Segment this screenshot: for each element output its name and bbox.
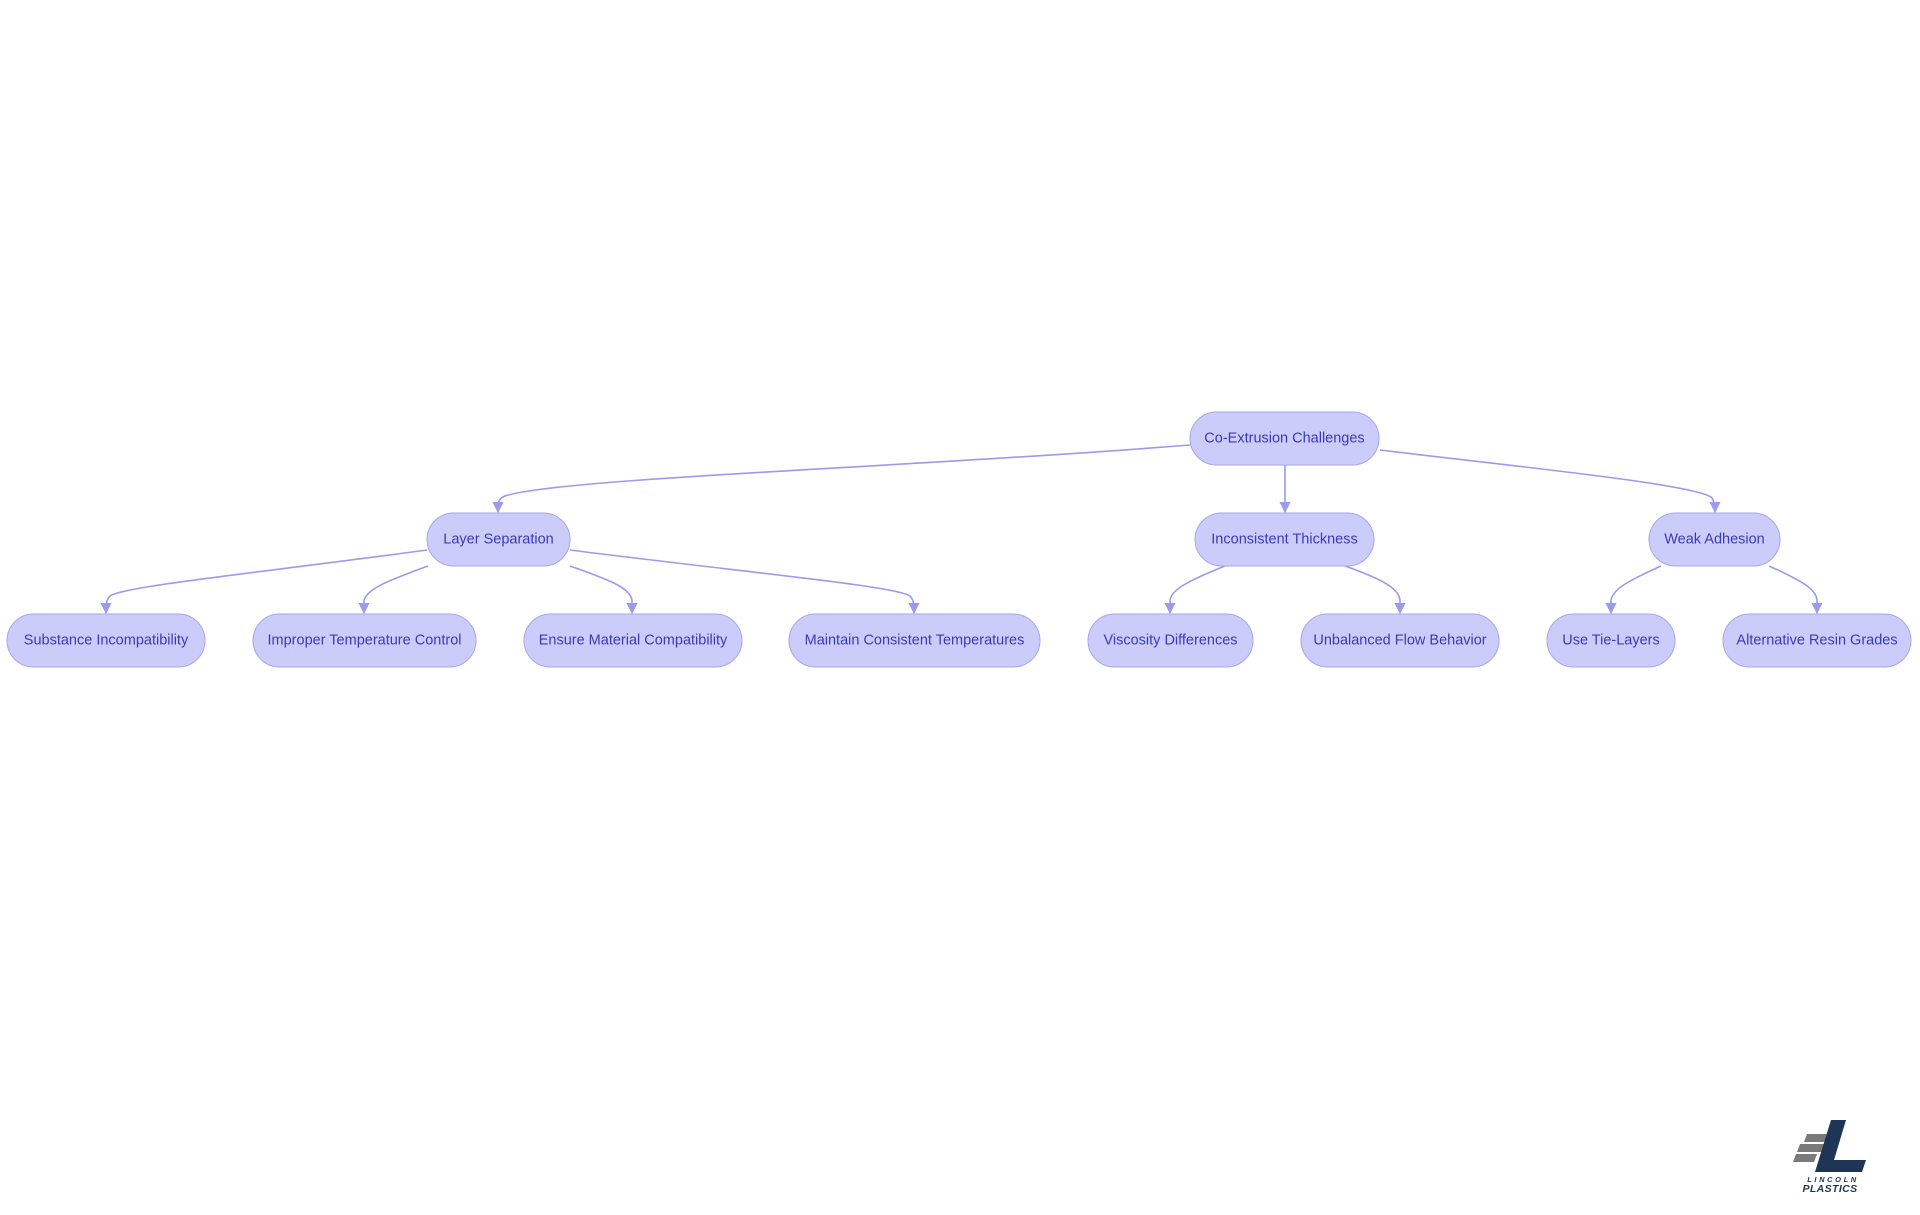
logo-name-line2: PLASTICS <box>1802 1183 1857 1195</box>
node-viscosity-differences[interactable]: Viscosity Differences <box>1087 613 1254 668</box>
node-weak-adhesion[interactable]: Weak Adhesion <box>1648 512 1781 567</box>
logo-l-mark <box>1815 1120 1866 1172</box>
node-label: Ensure Material Compatibility <box>539 633 728 649</box>
node-alternative-resin-grades[interactable]: Alternative Resin Grades <box>1722 613 1912 668</box>
nodes: Co-Extrusion Challenges Layer Separation… <box>6 411 1912 668</box>
node-co-extrusion-challenges[interactable]: Co-Extrusion Challenges <box>1189 411 1380 466</box>
edge-weak-to-use-tie-layers <box>1605 565 1662 615</box>
node-label: Alternative Resin Grades <box>1736 633 1897 649</box>
edge-layer-to-improper-temperature-control <box>358 565 429 615</box>
node-use-tie-layers[interactable]: Use Tie-Layers <box>1546 613 1676 668</box>
edge-root-to-weak-adhesion <box>1379 449 1721 514</box>
node-label: Unbalanced Flow Behavior <box>1313 633 1486 649</box>
node-label: Use Tie-Layers <box>1562 633 1660 649</box>
node-label: Substance Incompatibility <box>24 633 189 649</box>
edge-root-to-layer-separation <box>492 444 1191 514</box>
edge-layer-to-maintain-consistent-temperatures <box>569 549 920 615</box>
logo-bar-middle <box>1797 1144 1825 1152</box>
node-unbalanced-flow-behavior[interactable]: Unbalanced Flow Behavior <box>1300 613 1500 668</box>
edge-layer-to-substance-incompatibility <box>100 549 428 615</box>
node-improper-temperature-control[interactable]: Improper Temperature Control <box>252 613 477 668</box>
logo-bar-bottom <box>1793 1154 1817 1162</box>
edge-weak-to-alternative-resin-grades <box>1768 565 1823 615</box>
node-layer-separation[interactable]: Layer Separation <box>426 512 571 567</box>
node-label: Co-Extrusion Challenges <box>1204 431 1364 447</box>
node-label: Viscosity Differences <box>1103 633 1237 649</box>
node-ensure-material-compatibility[interactable]: Ensure Material Compatibility <box>523 613 743 668</box>
node-label: Improper Temperature Control <box>268 633 462 649</box>
node-label: Layer Separation <box>443 532 553 548</box>
node-substance-incompatibility[interactable]: Substance Incompatibility <box>6 613 206 668</box>
node-label: Maintain Consistent Temperatures <box>805 633 1025 649</box>
node-label: Weak Adhesion <box>1664 532 1765 548</box>
logo-name-line1: LINCOLN <box>1807 1175 1859 1184</box>
edge-layer-to-ensure-material-compatibility <box>569 565 638 615</box>
edges <box>100 444 1823 615</box>
node-maintain-consistent-temperatures[interactable]: Maintain Consistent Temperatures <box>788 613 1041 668</box>
node-inconsistent-thickness[interactable]: Inconsistent Thickness <box>1194 512 1375 567</box>
edge-thickness-to-viscosity-differences <box>1164 565 1226 615</box>
edge-thickness-to-unbalanced-flow-behavior <box>1344 565 1406 615</box>
lincoln-plastics-logo: LINCOLN PLASTICS <box>1793 1120 1866 1195</box>
node-label: Inconsistent Thickness <box>1211 532 1357 548</box>
